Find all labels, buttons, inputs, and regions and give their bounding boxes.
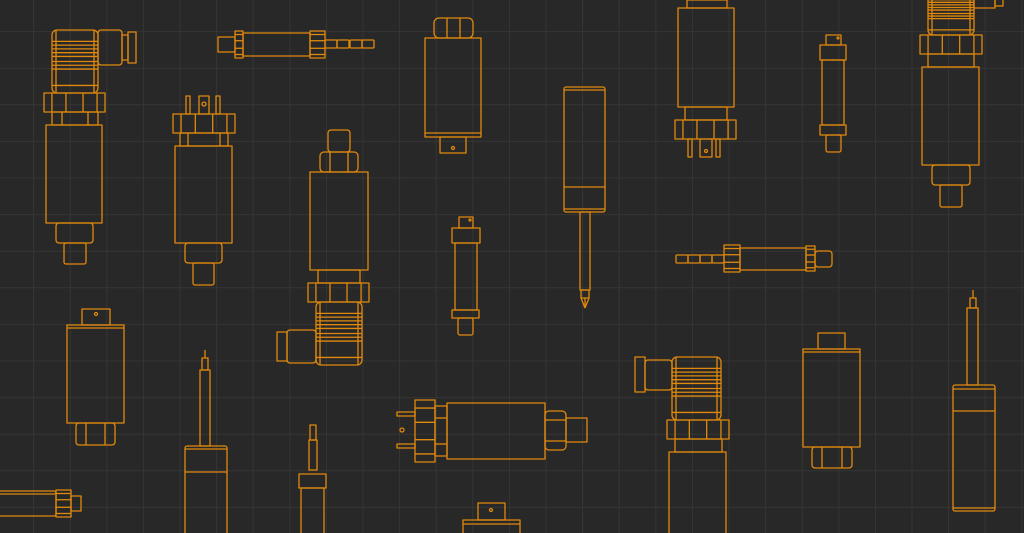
horizontal-sensor-right [675, 244, 833, 273]
miniature-sensor-center [451, 216, 481, 336]
pin-connector-sensor [172, 95, 236, 286]
din-connector-sensor [43, 29, 137, 265]
probe-sensor-bottom [184, 350, 228, 533]
probe-sensor [563, 86, 606, 309]
compact-sensor-right [802, 332, 861, 469]
din-connector-sensor-bottom [634, 356, 730, 533]
horizontal-sensor-bottom-left [0, 489, 82, 518]
compact-sensor-top [424, 17, 482, 154]
compact-sensor-bottom [462, 502, 521, 533]
horizontal-sensor-bottom [396, 399, 588, 463]
miniature-sensor [819, 34, 847, 153]
probe-sensor-right [952, 290, 996, 512]
din-sensor-center [276, 129, 370, 366]
compact-sensor-left [66, 308, 125, 446]
pin-sensor-inverted [674, 0, 737, 158]
thin-probe-sensor [298, 424, 327, 533]
horizontal-sensor-top [217, 30, 375, 59]
din-connector-sensor-right [919, 0, 1004, 208]
